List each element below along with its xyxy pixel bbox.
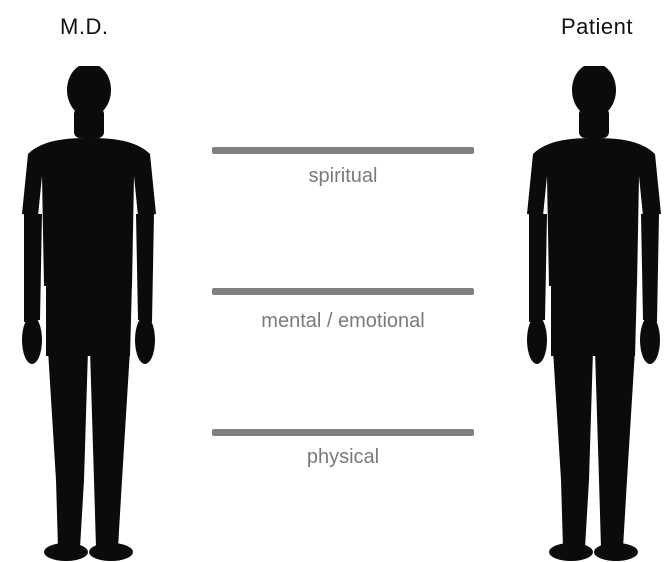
spiritual-level-line xyxy=(212,147,474,154)
spiritual-level-label: spiritual xyxy=(212,165,474,188)
md-label: M.D. xyxy=(60,14,108,40)
md-silhouette xyxy=(10,66,168,562)
patient-silhouette xyxy=(515,66,667,562)
mental-emotional-level-label: mental / emotional xyxy=(212,310,474,333)
physical-level-line xyxy=(212,429,474,436)
physical-level-label: physical xyxy=(212,446,474,469)
mental-emotional-level-line xyxy=(212,288,474,295)
patient-label: Patient xyxy=(561,14,633,40)
